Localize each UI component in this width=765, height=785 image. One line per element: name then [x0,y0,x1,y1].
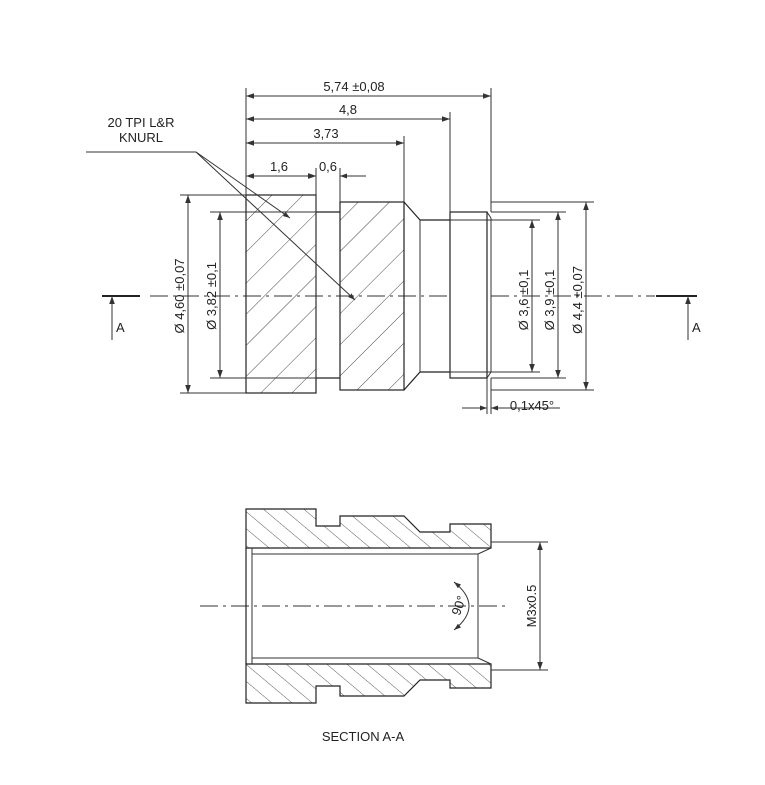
groove [315,211,340,379]
thread-label: M3x0.5 [524,585,539,628]
knurl-note-line1: 20 TPI L&R [108,115,175,130]
knurl-note-line2: KNURL [119,130,163,145]
dim-chamfer: 0,1x45° [510,398,554,413]
knurl-section-1 [245,194,317,394]
svg-text:A: A [692,320,701,335]
section-view: 90° M3x0.5 SECTION A-A [200,508,548,744]
section-caption: SECTION A-A [322,729,405,744]
dim-0-6: 0,6 [319,159,337,174]
dim-overall-length: 5,74 ±0,08 [323,79,384,94]
dim-dia-3-6: Ø 3,6 ±0,1 [516,270,531,331]
top-view: 5,74 ±0,08 4,8 3,73 1,6 0,6 20 TPI L&R K… [86,79,701,414]
shank [449,211,492,379]
section-wall-bottom [245,663,492,704]
angle-arc [453,581,470,631]
knurl-leader [86,151,356,301]
dim-dia-3-9: Ø 3,9 ±0,1 [542,270,557,331]
dim-dia-4-4: Ø 4,4 ±0,07 [570,266,585,334]
section-marker-right: A [656,295,701,340]
svg-text:A: A [116,320,125,335]
dim-1-6: 1,6 [270,159,288,174]
knurl-section-2 [339,201,405,391]
dim-dia-3-82: Ø 3,82 ±0,1 [204,262,219,330]
neck [403,201,450,391]
dim-4-8: 4,8 [339,102,357,117]
angle-label: 90° [448,594,469,618]
dim-3-73: 3,73 [313,126,338,141]
bore [245,547,492,665]
dim-dia-4-60: Ø 4,60 ±0,07 [172,258,187,333]
section-marker-left: A [102,295,140,340]
section-wall-top [245,508,492,549]
